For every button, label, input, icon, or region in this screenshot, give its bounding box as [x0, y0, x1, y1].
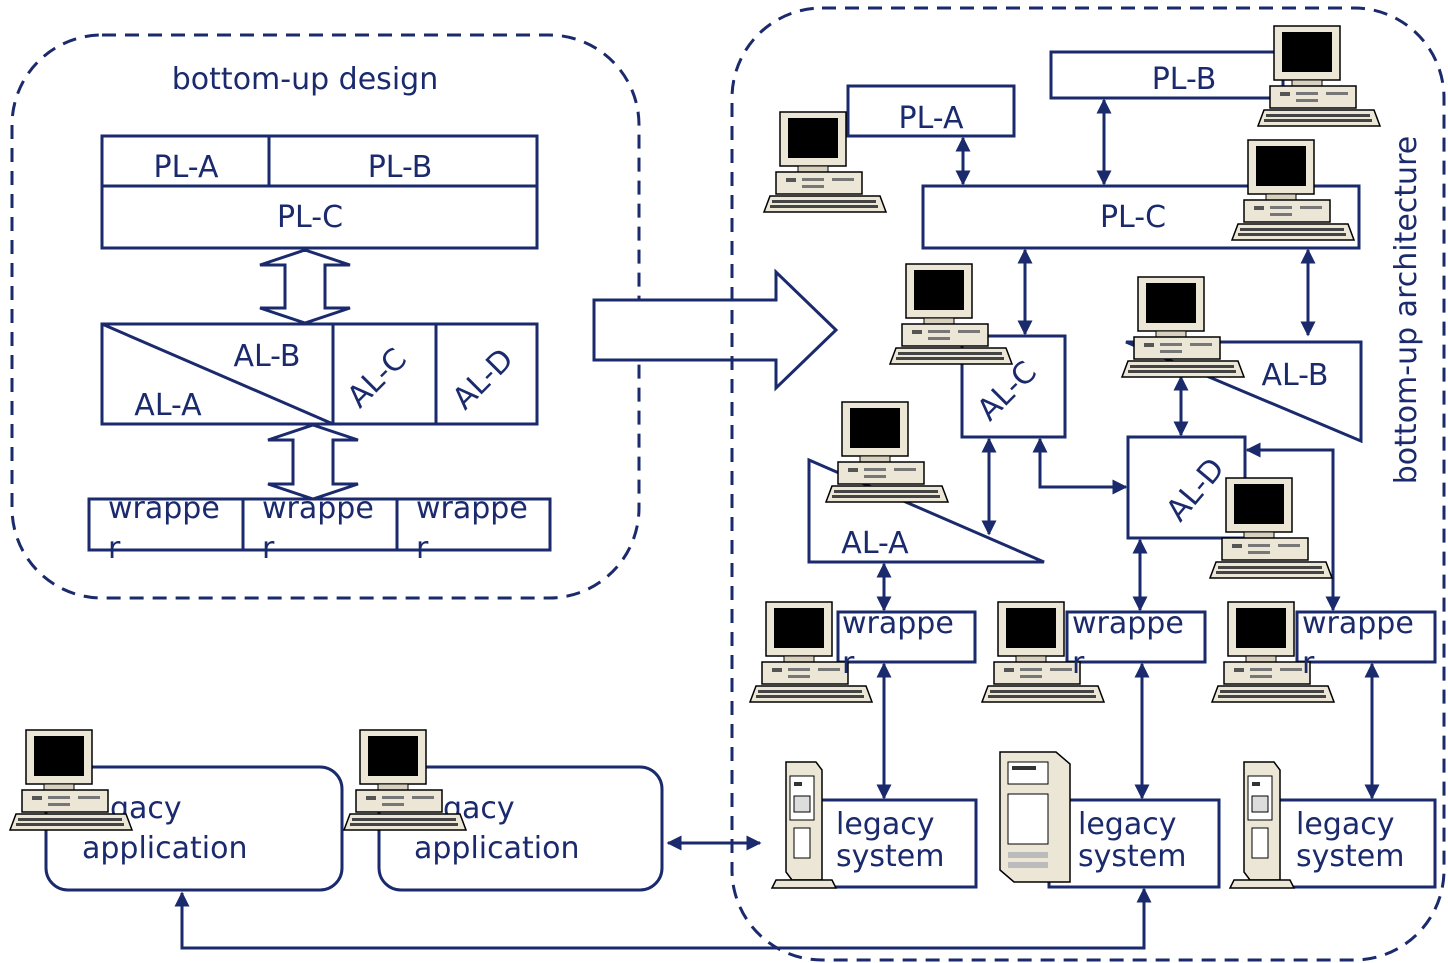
design-region-border — [10, 33, 641, 600]
design-double-arrow-lower — [267, 423, 359, 501]
arch-wrapper-label-3: wrappe — [1302, 606, 1414, 641]
arch-pl-b-box — [1049, 50, 1285, 100]
design-pl-b-box — [267, 134, 539, 188]
design-al-d-box — [434, 322, 539, 426]
legacy-app-label-1b: application — [82, 831, 247, 866]
legacy-system-label-3a: legacy — [1296, 807, 1394, 842]
design-wrapper-box-2 — [241, 497, 399, 552]
architecture-region-border — [730, 6, 1446, 962]
design-wrapper-label-1b: r — [108, 531, 121, 566]
connector-alc-ald — [1032, 437, 1128, 495]
arch-wrapper-box-1 — [836, 610, 977, 664]
arch-wrapper-label-2: wrappe — [1072, 606, 1184, 641]
arch-pl-b-label: PL-B — [1152, 62, 1217, 97]
design-pl-c-box — [100, 184, 539, 250]
arch-wrapper-label-1b: r — [842, 646, 855, 681]
arch-wrapper-label-2b: r — [1072, 646, 1085, 681]
arch-al-b-label: AL-B — [1261, 358, 1328, 393]
arch-wrapper-label-3b: r — [1302, 646, 1315, 681]
arch-wrapper-box-3 — [1295, 610, 1437, 664]
design-pl-c-label: PL-C — [277, 200, 343, 235]
design-al-b-label: AL-B — [233, 339, 300, 374]
legacy-system-label-2a: legacy — [1078, 807, 1176, 842]
arch-pl-c-label: PL-C — [1100, 200, 1166, 235]
design-wrapper-label-3b: r — [416, 531, 429, 566]
arch-pl-a-label: PL-A — [899, 101, 964, 136]
design-al-diagonal — [101, 322, 334, 426]
legacy-system-box-3 — [1266, 798, 1437, 889]
design-double-arrow-upper — [259, 248, 351, 325]
legacy-system-box-2 — [1047, 798, 1221, 889]
desktop-computer-icon — [1209, 477, 1333, 579]
legacy-system-label-2b: system — [1078, 839, 1186, 874]
transition-arrow — [592, 268, 839, 392]
legacy-system-label-3b: system — [1296, 839, 1404, 874]
design-pl-b-label: PL-B — [368, 150, 433, 185]
connector-ald-wrapper3 — [1245, 442, 1341, 612]
design-pl-a-label: PL-A — [154, 150, 219, 185]
design-wrapper-label-1: wrappe — [108, 491, 220, 526]
desktop-computer-icon — [1257, 25, 1381, 127]
design-al-a-label: AL-A — [134, 388, 202, 423]
legacy-system-box-1 — [808, 798, 978, 889]
tower-server-icon — [999, 751, 1071, 883]
design-wrapper-label-3: wrappe — [416, 491, 528, 526]
design-wrapper-label-2: wrappe — [262, 491, 374, 526]
architecture-title: bottom-up architecture — [1389, 136, 1424, 484]
legacy-system-label-1a: legacy — [836, 807, 934, 842]
arch-al-a-label: AL-A — [841, 526, 909, 561]
design-title: bottom-up design — [172, 62, 438, 97]
arch-wrapper-label-1: wrappe — [842, 606, 954, 641]
arch-wrapper-box-2 — [1065, 610, 1207, 664]
design-wrapper-box-1 — [87, 497, 245, 552]
design-wrapper-box-3 — [395, 497, 552, 552]
desktop-computer-icon — [825, 401, 949, 503]
arch-pl-a-box — [846, 84, 1016, 138]
design-wrapper-label-2b: r — [262, 531, 275, 566]
connector-bottom-loop — [174, 887, 1152, 950]
design-al-c-box — [331, 322, 438, 426]
legacy-system-label-1b: system — [836, 839, 944, 874]
desktop-computer-icon — [1121, 276, 1245, 378]
desktop-computer-icon — [889, 263, 1013, 365]
legacy-app-label-2b: application — [414, 831, 579, 866]
